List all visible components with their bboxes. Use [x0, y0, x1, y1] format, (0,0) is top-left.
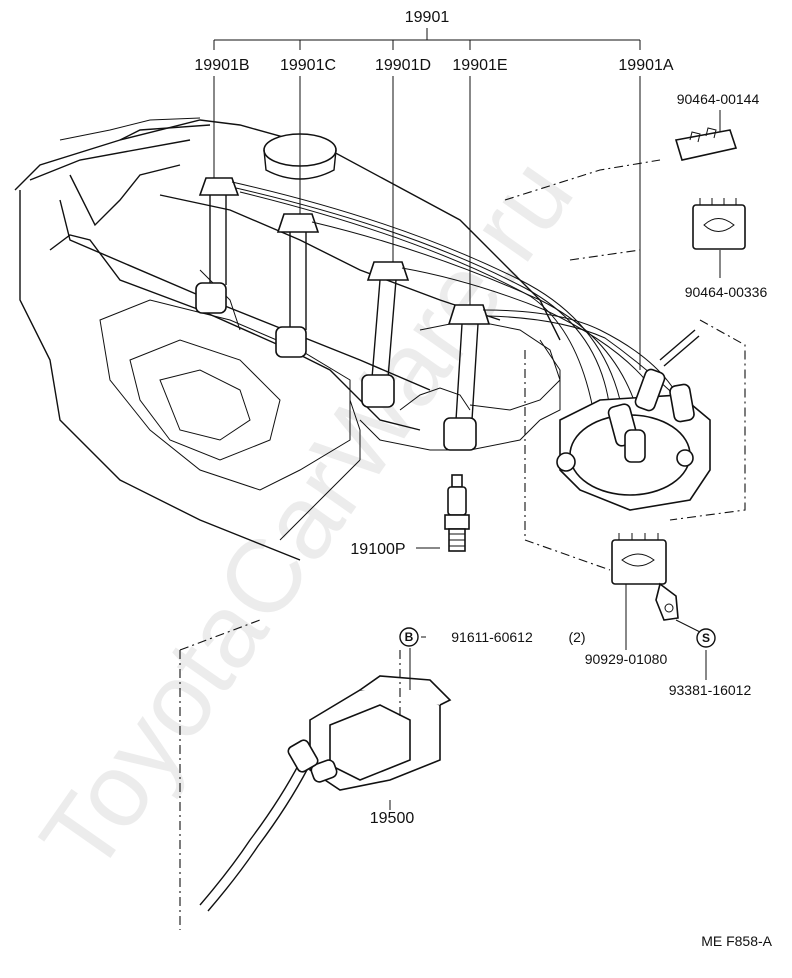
wire-harness — [231, 181, 691, 421]
label-spark-plug: 19100P — [350, 541, 405, 558]
label-cord-c: 19901C — [280, 57, 336, 74]
screw-mark: S — [702, 631, 710, 645]
plug-cord-c — [275, 213, 320, 358]
coil-boundary — [179, 619, 401, 930]
plug-cord-d — [361, 261, 410, 408]
label-cord-e: 19901E — [452, 57, 507, 74]
bolt-mark: B — [405, 630, 414, 644]
label-clamp-bottom: 90929-01080 — [585, 651, 668, 667]
distributor — [556, 329, 711, 511]
label-cord-d: 19901D — [375, 57, 431, 74]
label-cord-b: 19901B — [194, 57, 249, 74]
label-wire-set: 19901 — [405, 9, 450, 26]
label-bolt: 91611-60612 — [451, 629, 533, 645]
bolt-mark-circle — [399, 627, 419, 647]
plug-cord-b — [195, 177, 240, 314]
label-clamp-top: 90464-00144 — [677, 91, 760, 107]
label-screw: 93381-16012 — [669, 682, 752, 698]
label-bolt-qty: (2) — [568, 629, 585, 645]
distributor-boundary — [504, 159, 746, 571]
cord-clamp-mid — [692, 198, 746, 250]
cord-clamp-bottom — [611, 533, 679, 621]
watermark: ToyotaCarWare.ru — [19, 139, 596, 894]
label-ignition-coil: 19500 — [370, 810, 415, 827]
ignition-coil — [199, 675, 452, 912]
label-clamp-mid: 90464-00336 — [685, 284, 768, 300]
screw-mark-circle — [696, 628, 716, 648]
spark-plug — [444, 474, 470, 552]
label-cord-a: 19901A — [618, 57, 673, 74]
cord-clamp-top — [674, 127, 738, 161]
figure-code: ME F858-A — [701, 933, 772, 949]
plug-cord-e — [443, 304, 491, 451]
leader-lines — [213, 28, 721, 810]
